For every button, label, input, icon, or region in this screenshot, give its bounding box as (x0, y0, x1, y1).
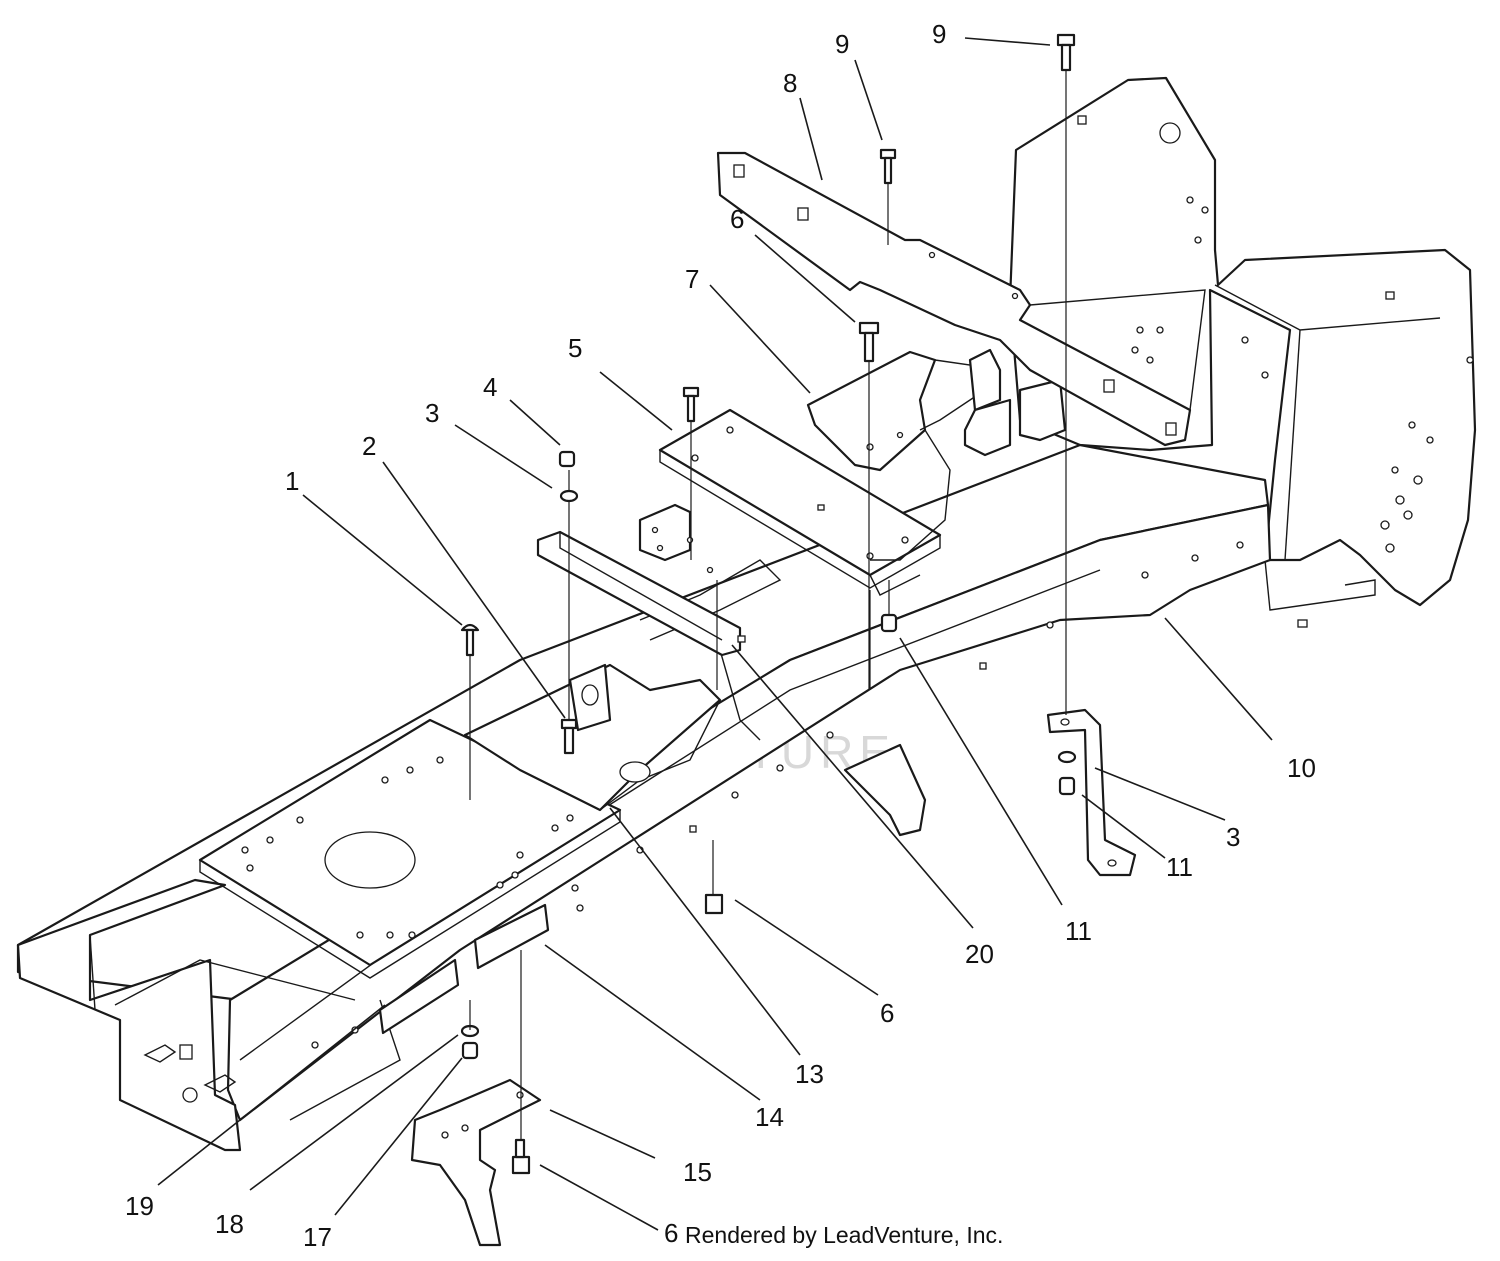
render-credit: Rendered by LeadVenture, Inc. (685, 1222, 1004, 1248)
callout-3: 3 (425, 398, 439, 428)
callout-20: 20 (965, 939, 994, 969)
callout-6: 6 (730, 204, 744, 234)
callout-10: 10 (1287, 753, 1316, 783)
callout-11: 11 (1065, 916, 1092, 946)
floor-plate (198, 718, 622, 979)
callout-9: 9 (835, 29, 849, 59)
callout-15: 15 (683, 1157, 712, 1187)
callout-18: 18 (215, 1209, 244, 1239)
fasteners (460, 33, 1077, 1175)
callout-8: 8 (783, 68, 797, 98)
callout-7: 7 (685, 264, 699, 294)
callout-17: 17 (303, 1222, 332, 1252)
mounting-plate-5 (658, 408, 942, 596)
callout-6-lower: 6 (880, 998, 894, 1028)
callout-2: 2 (362, 431, 376, 461)
long-plate-8 (716, 151, 1206, 447)
rear-side-plate (1008, 76, 1477, 628)
callout-4: 4 (483, 372, 497, 402)
callout-6-bottom: 6 (664, 1218, 678, 1248)
callout-11-right: 11 (1166, 852, 1193, 882)
inner-cross-frame (463, 559, 782, 812)
callout-9-top: 9 (932, 19, 946, 49)
leader-lines (157, 37, 1273, 1231)
callout-labels: 1 2 3 4 5 6 7 8 9 9 10 3 11 11 20 6 13 1… (125, 19, 1316, 1252)
callout-5: 5 (568, 333, 582, 363)
lower-bracket-15 (410, 1078, 542, 1247)
callout-14: 14 (755, 1102, 784, 1132)
callout-13: 13 (795, 1059, 824, 1089)
cross-bar (536, 503, 746, 657)
callout-1: 1 (285, 466, 299, 496)
callout-3-right: 3 (1226, 822, 1240, 852)
hanger-bracket (1046, 708, 1137, 877)
seat-bracket-7 (806, 348, 1067, 561)
callout-19: 19 (125, 1191, 154, 1221)
